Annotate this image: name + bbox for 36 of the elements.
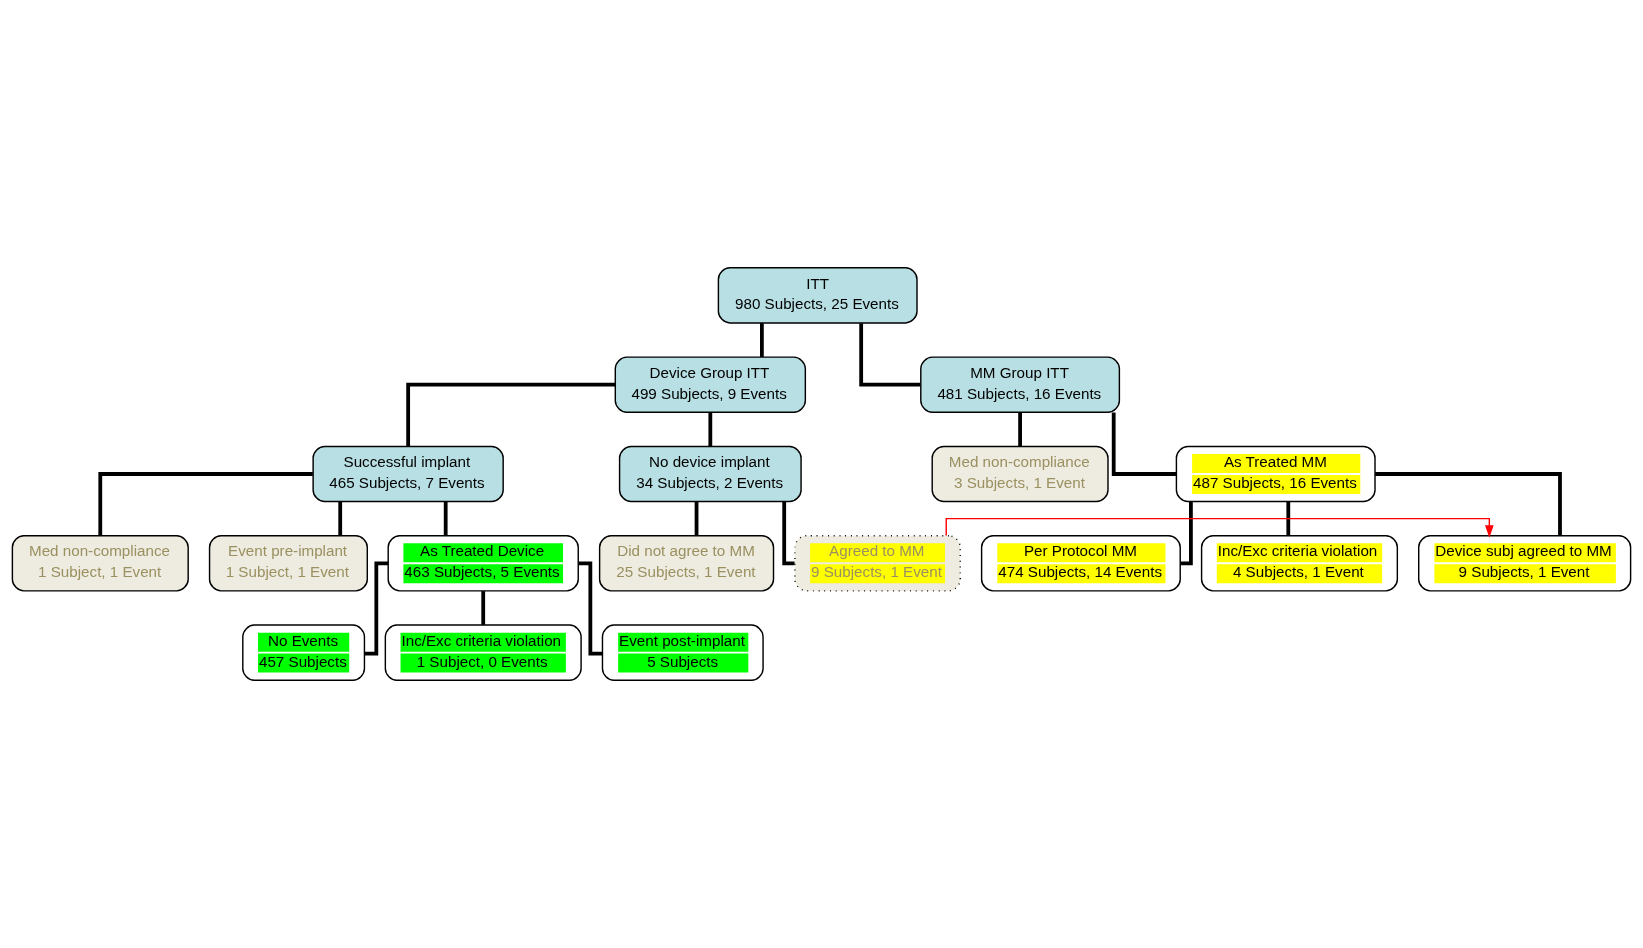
connector xyxy=(1286,501,1291,536)
connector xyxy=(406,382,616,447)
node-box: As Treated Device 463 Subjects, 5 Events xyxy=(387,535,579,592)
connector xyxy=(578,561,603,656)
connector xyxy=(859,323,921,387)
node-box: Event pre-implant 1 Subject, 1 Event xyxy=(208,535,368,592)
node-box: Event post-implant 5 Subjects xyxy=(601,624,764,681)
connector xyxy=(708,412,713,447)
node-box: Device subj agreed to MM 9 Subjects, 1 Event xyxy=(1418,535,1632,592)
connector xyxy=(694,501,699,536)
node-box: As Treated MM 487 Subjects, 16 Events xyxy=(1175,445,1376,503)
connector xyxy=(759,323,764,357)
arrow xyxy=(945,517,1494,538)
connector xyxy=(443,501,448,536)
connector xyxy=(1375,472,1562,536)
connector xyxy=(1111,412,1177,476)
node-box: Inc/Exc criteria violation 4 Subjects, 1 Event xyxy=(1200,535,1399,592)
connector xyxy=(98,472,313,536)
connector xyxy=(1018,412,1022,447)
connector xyxy=(481,591,486,625)
node-box: No Events 457 Subjects xyxy=(242,624,366,681)
node-box: Agreed to MM 9 Subjects, 1 Event xyxy=(794,535,961,592)
connector xyxy=(782,501,795,566)
node-box: Successful implant 465 Subjects, 7 Events xyxy=(312,445,504,503)
node-box: Per Protocol MM 474 Subjects, 14 Events xyxy=(980,535,1181,592)
node-box: MM Group ITT 481 Subjects, 16 Events xyxy=(920,356,1121,413)
node-box: Med non-compliance 1 Subject, 1 Event xyxy=(11,535,189,592)
node-box: Inc/Exc criteria violation 1 Subject, 0 Events xyxy=(384,624,582,681)
node-box: ITT 980 Subjects, 25 Events xyxy=(717,267,918,324)
connector xyxy=(1180,501,1193,566)
node-box: Device Group ITT 499 Subjects, 9 Events xyxy=(614,356,807,413)
connector xyxy=(364,561,389,656)
node-box: No device implant 34 Subjects, 2 Events xyxy=(618,445,802,503)
node-box: Did not agree to MM 25 Subjects, 1 Event xyxy=(598,535,775,592)
connector xyxy=(338,501,343,536)
node-box: Med non-compliance 3 Subjects, 1 Event xyxy=(931,445,1109,503)
